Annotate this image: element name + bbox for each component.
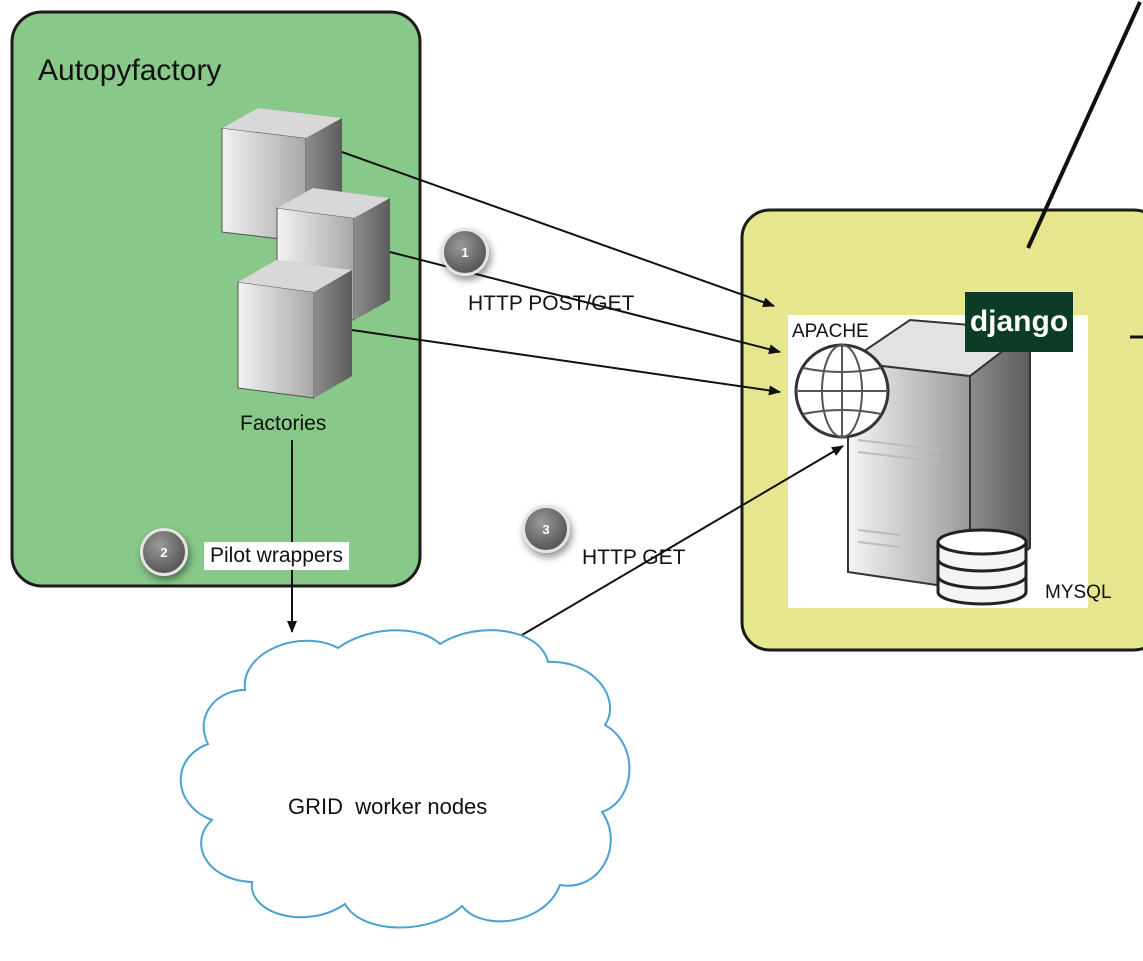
autopyfactory-title: Autopyfactory: [38, 54, 222, 87]
factory-server-icon: [237, 260, 352, 399]
django-logo: django: [965, 292, 1073, 352]
http-post-get-label: HTTP POST/GET: [468, 292, 635, 315]
arrow-factory-to-apache: [341, 151, 775, 308]
mysql-label: MYSQL: [1045, 582, 1112, 603]
globe-icon: [794, 343, 890, 439]
factories-label: Factories: [240, 412, 327, 435]
pilot-wrappers-label: Pilot wrappers: [204, 542, 350, 570]
arrow-factory-to-apache: [351, 329, 781, 396]
http-get-label: HTTP GET: [582, 546, 686, 569]
apache-label: APACHE: [792, 321, 869, 342]
step-badge-1: 1: [441, 228, 489, 276]
arrow-grid-to-apache: [521, 445, 844, 636]
step-badge-2: 2: [140, 528, 188, 576]
database-icon: [936, 528, 1028, 606]
grid-worker-nodes-label: GRID worker nodes: [288, 794, 488, 819]
grid-cloud: [179, 629, 631, 929]
top-connector-line: [1026, 1, 1142, 249]
step-badge-3: 3: [522, 505, 570, 553]
main-server-icon: [845, 318, 1033, 592]
